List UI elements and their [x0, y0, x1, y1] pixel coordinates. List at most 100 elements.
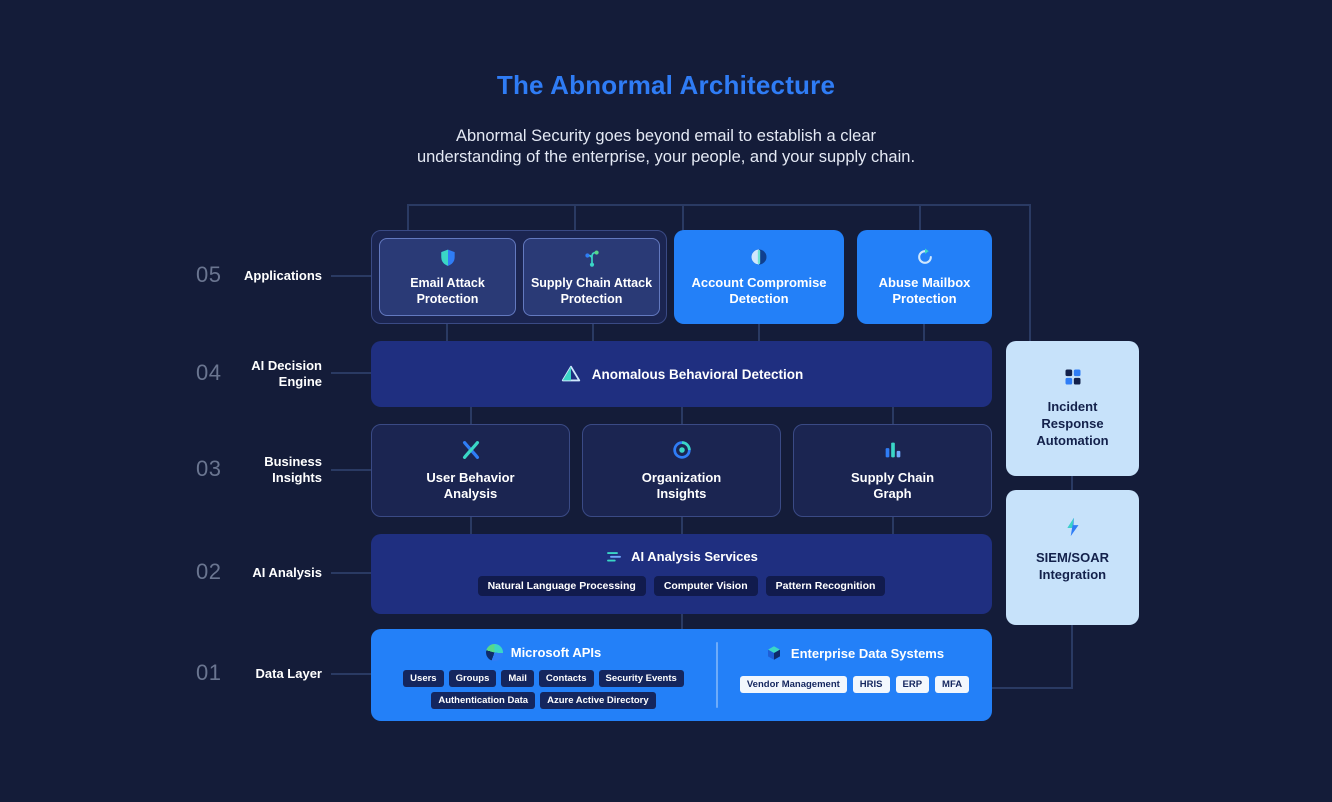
connector-row4-row3-a	[470, 406, 472, 425]
connector-incident-siem	[1071, 475, 1073, 491]
account-compromise-icon	[749, 247, 769, 267]
enterprise-data-systems-header: Enterprise Data Systems	[765, 644, 944, 662]
siem-soar-integration-card: SIEM/SOAR Integration	[1006, 490, 1139, 625]
microsoft-apis-section: Microsoft APIs Users Groups Mail Contact…	[371, 629, 716, 721]
mail-pill: Mail	[501, 670, 534, 687]
abuse-mailbox-refresh-icon	[915, 247, 935, 267]
connector-row4-row3-b	[681, 406, 683, 425]
microsoft-apis-icon	[485, 644, 503, 661]
supply-chain-graph-card: Supply Chain Graph	[793, 424, 992, 517]
microsoft-apis-title: Microsoft APIs	[510, 645, 602, 660]
connector-siem-down	[1071, 624, 1073, 689]
layer-tick-05	[331, 275, 371, 277]
authentication-data-pill: Authentication Data	[431, 692, 536, 709]
supply-chain-attack-protection-label: Supply Chain Attack Protection	[530, 275, 653, 306]
connector-row3-row2-b	[681, 516, 683, 535]
layer-label-ai-analysis: AI Analysis	[252, 565, 322, 580]
account-compromise-detection-label: Account Compromise Detection	[691, 275, 827, 306]
user-behavior-analysis-card: User Behavior Analysis	[371, 424, 570, 517]
connector-drop-left	[407, 204, 409, 231]
ai-analysis-services-icon	[605, 547, 623, 565]
connector-row5-row4-d	[923, 322, 925, 342]
supply-chain-graph-label: Supply Chain Graph	[850, 470, 935, 501]
connector-drop-account	[682, 204, 684, 231]
microsoft-apis-header: Microsoft APIs	[485, 644, 602, 661]
layer-number-02: 02	[196, 559, 222, 584]
nlp-pill: Natural Language Processing	[477, 576, 646, 596]
vendor-management-pill: Vendor Management	[739, 676, 847, 693]
incident-response-automation-card: Incident Response Automation	[1006, 341, 1139, 476]
layer-tick-03	[331, 469, 371, 471]
connector-drop-abuse	[919, 204, 921, 231]
connector-row5-row4-b	[592, 322, 594, 342]
contacts-pill: Contacts	[538, 670, 594, 687]
anomalous-behavioral-detection-label: Anomalous Behavioral Detection	[591, 366, 804, 382]
layer-label-applications: Applications	[243, 268, 322, 283]
computer-vision-pill: Computer Vision	[653, 576, 758, 596]
user-behavior-analysis-icon	[460, 439, 482, 461]
connector-row3-row2-a	[470, 516, 472, 535]
microsoft-apis-pills-row1: Users Groups Mail Contacts Security Even…	[403, 670, 684, 687]
data-layer-bar: Microsoft APIs Users Groups Mail Contact…	[371, 629, 992, 721]
supply-chain-branch-icon	[582, 248, 602, 268]
hris-pill: HRIS	[852, 676, 890, 693]
organization-insights-label: Organization Insights	[641, 470, 722, 501]
siem-soar-integration-label: SIEM/SOAR Integration	[1036, 550, 1109, 582]
connector-row5-row4-a	[446, 322, 448, 342]
layer-number-03: 03	[196, 456, 222, 481]
ai-analysis-services-bar: AI Analysis Services Natural Language Pr…	[371, 534, 992, 614]
organization-insights-card: Organization Insights	[582, 424, 781, 517]
connector-drop-supply-chain	[574, 204, 576, 231]
layer-number-05: 05	[196, 262, 222, 287]
account-compromise-detection-card: Account Compromise Detection	[674, 230, 844, 324]
siem-soar-bolt-icon	[1062, 516, 1084, 538]
layer-tick-01	[331, 673, 371, 675]
subtitle-line-1: Abnormal Security goes beyond email to e…	[455, 127, 877, 145]
incident-response-automation-grid-icon	[1063, 367, 1083, 387]
anomalous-behavioral-detection-bar: Anomalous Behavioral Detection	[371, 341, 992, 407]
page-title: The Abnormal Architecture	[496, 70, 836, 100]
data-layer-divider	[716, 642, 718, 708]
ai-analysis-services-header: AI Analysis Services	[371, 547, 992, 565]
email-supply-group: Email Attack Protection Supply Chain Att…	[371, 230, 667, 324]
layer-label-ai-decision-engine: AI Decision Engine	[251, 358, 322, 389]
layer-number-04: 04	[196, 360, 222, 385]
users-pill: Users	[403, 670, 444, 687]
microsoft-apis-pills-row2: Authentication Data Azure Active Directo…	[431, 692, 656, 709]
connector-top-horizontal	[407, 204, 1031, 206]
pattern-recognition-pill: Pattern Recognition	[765, 576, 886, 596]
erp-pill: ERP	[895, 676, 930, 693]
ai-analysis-pills: Natural Language Processing Computer Vis…	[371, 576, 992, 596]
layer-label-business-insights: Business Insights	[264, 454, 322, 485]
ai-analysis-services-title: AI Analysis Services	[631, 548, 758, 564]
email-attack-protection-label: Email Attack Protection	[410, 275, 485, 306]
layer-number-01: 01	[196, 660, 222, 685]
enterprise-data-systems-section: Enterprise Data Systems Vendor Managemen…	[717, 629, 992, 721]
security-events-pill: Security Events	[598, 670, 684, 687]
incident-response-automation-label: Incident Response Automation	[1036, 399, 1109, 448]
connector-drop-right	[1029, 204, 1031, 342]
connector-row3-row2-c	[892, 516, 894, 535]
mfa-pill: MFA	[935, 676, 970, 693]
supply-chain-graph-bars-icon	[882, 439, 904, 461]
abuse-mailbox-protection-label: Abuse Mailbox Protection	[878, 275, 971, 306]
page-subtitle: Abnormal Security goes beyond email to e…	[0, 126, 1332, 168]
enterprise-data-systems-pills: Vendor Management HRIS ERP MFA	[739, 676, 970, 693]
layer-label-data-layer: Data Layer	[255, 666, 322, 681]
email-attack-shield-icon	[438, 248, 458, 268]
azure-active-directory-pill: Azure Active Directory	[540, 692, 656, 709]
layer-tick-02	[331, 572, 371, 574]
abuse-mailbox-protection-card: Abuse Mailbox Protection	[857, 230, 992, 324]
connector-row4-row3-c	[892, 406, 894, 425]
user-behavior-analysis-label: User Behavior Analysis	[426, 470, 515, 501]
layer-tick-04	[331, 372, 371, 374]
anomalous-behavioral-detection-triangle-icon	[560, 363, 582, 385]
connector-row2-row1	[681, 613, 683, 630]
enterprise-data-systems-cube-icon	[765, 644, 783, 662]
groups-pill: Groups	[448, 670, 497, 687]
connector-row5-row4-c	[758, 322, 760, 342]
supply-chain-attack-protection-card: Supply Chain Attack Protection	[523, 238, 660, 316]
connector-siem-datalayer	[991, 687, 1072, 689]
enterprise-data-systems-title: Enterprise Data Systems	[790, 645, 945, 661]
